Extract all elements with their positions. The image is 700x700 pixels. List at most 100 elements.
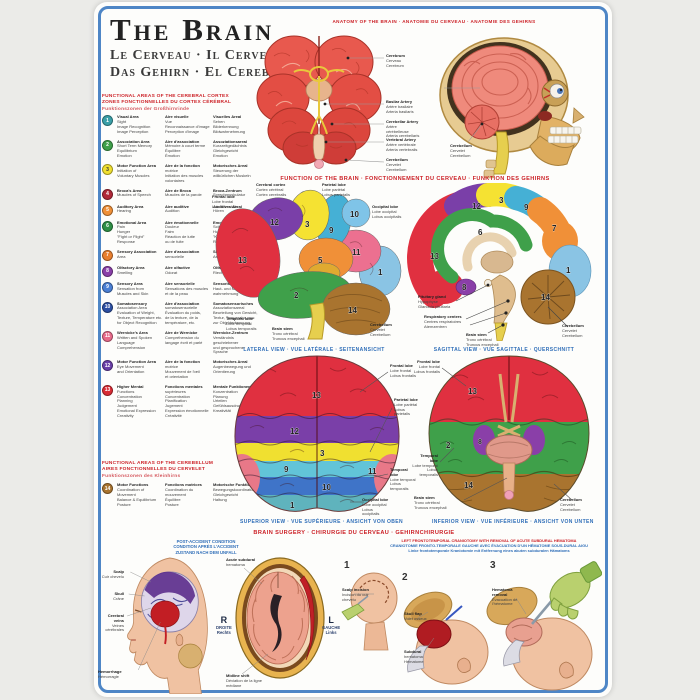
legend-number-badge: 3 xyxy=(102,164,113,175)
surgery-procedure-caption: LEFT FRONTOTEMPORAL CRANIOTOMY WITH REMO… xyxy=(380,538,598,553)
legend-number-badge: 12 xyxy=(102,360,113,372)
legend-number-badge: 6 xyxy=(102,220,113,232)
area-number: 1 xyxy=(290,501,295,510)
craniotomy-steps-illustration: 1 2 3 xyxy=(341,560,602,691)
sagittal-view-illustration: 13 12 3 9 7 6 8 1 14 xyxy=(407,183,592,341)
area-number: 14 xyxy=(541,293,550,302)
right-fr: DROITE xyxy=(216,625,232,630)
legend-number-badge: 13 xyxy=(102,384,113,396)
cortex-legend-heading: FUNCTIONAL AREAS OF THE CEREBRAL CORTEX … xyxy=(102,94,262,113)
inferior-caption: INFERIOR VIEW · VUE INFÉRIEURE · ANSICHT… xyxy=(432,519,594,525)
sagittal-skull-illustration xyxy=(439,37,585,179)
legend-number-badge: 14 xyxy=(102,483,113,494)
area-number: 13 xyxy=(238,256,247,265)
cerebellum-legend-heading: FUNCTIONAL AREAS OF THE CEREBELLUM AIRES… xyxy=(102,461,262,480)
area-number: 9 xyxy=(329,226,334,235)
cortex-heading-de: Funktionszonen der Großhirnrinde xyxy=(102,106,190,112)
area-number: 12 xyxy=(472,202,481,211)
legend-number-badge: 5 xyxy=(102,204,113,216)
lateral-caption: LATERAL VIEW · VUE LATÉRALE · SEITENANSI… xyxy=(243,347,385,353)
step-number: 1 xyxy=(344,560,350,571)
superior-view-illustration: 13 12 3 9 10 11 1 xyxy=(234,355,400,512)
area-number: 7 xyxy=(552,224,557,233)
poster-subtitle-1: Le Cerveau · Il Cervello xyxy=(110,48,292,63)
step-number: 2 xyxy=(402,572,408,583)
poster-subtitle-2: Das Gehirn · El Cerebro xyxy=(110,64,287,80)
brain-poster: The Brain Le Cerveau · Il Cervello Das G… xyxy=(94,2,612,697)
area-number: 14 xyxy=(348,306,357,315)
procedure-caption-fr: CRANIOTOMIE FRONTO-TEMPORALE GAUCHE AVEC… xyxy=(390,543,588,549)
left-fr: GAUCHE xyxy=(322,625,341,630)
area-number: 9 xyxy=(284,465,289,474)
area-number: 13 xyxy=(468,387,477,396)
lateral-view-illustration: 13 12 3 9 10 1 5 11 2 14 xyxy=(215,189,402,340)
legend-number-badge: 8 xyxy=(102,265,113,277)
inferior-view-illustration: 13 2 8 14 xyxy=(428,355,590,512)
function-section-heading: FUNCTION OF THE BRAIN · FONCTIONNEMENT D… xyxy=(280,176,550,182)
legend-number-badge: 11 xyxy=(102,330,113,342)
superior-caption: SUPERIOR VIEW · VUE SUPÉRIEURE · ANSICHT… xyxy=(240,519,404,525)
surgery-section-heading: BRAIN SURGERY · CHIRURGIE DU CERVEAU · G… xyxy=(253,530,455,536)
pre-caption-de: ZUSTAND NACH DEM UNFALL xyxy=(175,549,237,555)
area-number: 8 xyxy=(462,283,467,292)
sagittal-caption: SAGITTAL VIEW · VUE SAGITTALE · QUERSCHN… xyxy=(433,347,575,353)
cerebellum-heading-en: FUNCTIONAL AREAS OF THE CEREBELLUM xyxy=(102,461,214,466)
pre-caption-en: POST-ACCIDENT CONDITION xyxy=(176,539,236,544)
legend-number-badge: 2 xyxy=(102,139,113,151)
area-number: 11 xyxy=(368,467,377,476)
area-number: 3 xyxy=(305,220,310,229)
axial-section-illustration xyxy=(235,557,325,679)
